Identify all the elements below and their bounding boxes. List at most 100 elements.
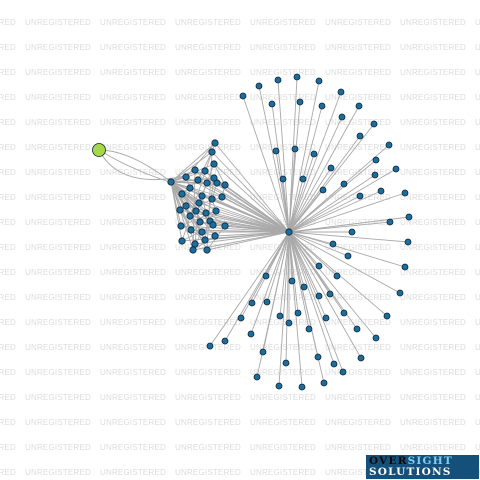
graph-node[interactable] xyxy=(208,148,216,156)
graph-node[interactable] xyxy=(383,312,391,320)
graph-node[interactable] xyxy=(272,147,280,155)
graph-node[interactable] xyxy=(276,312,284,320)
graph-node[interactable] xyxy=(305,325,313,333)
graph-node[interactable] xyxy=(187,226,195,234)
graph-node[interactable] xyxy=(344,252,352,260)
graph-node[interactable] xyxy=(182,173,190,181)
graph-node[interactable] xyxy=(279,175,287,183)
graph-node[interactable] xyxy=(333,272,341,280)
graph-node[interactable] xyxy=(203,246,211,254)
graph-node[interactable] xyxy=(318,102,326,110)
graph-node[interactable] xyxy=(356,192,364,200)
graph-node[interactable] xyxy=(315,262,323,270)
graph-node[interactable] xyxy=(211,232,219,240)
graph-node[interactable] xyxy=(206,342,214,350)
graph-node[interactable] xyxy=(212,207,220,215)
graph-node[interactable] xyxy=(203,179,211,187)
graph-node[interactable] xyxy=(322,314,330,322)
graph-root-node[interactable] xyxy=(92,143,106,157)
graph-node[interactable] xyxy=(386,218,394,226)
graph-node[interactable] xyxy=(371,171,379,179)
graph-node[interactable] xyxy=(221,337,229,345)
graph-node[interactable] xyxy=(221,181,229,189)
graph-node[interactable] xyxy=(253,373,261,381)
graph-hub-node[interactable] xyxy=(285,228,293,236)
graph-node[interactable] xyxy=(296,98,304,106)
graph-node[interactable] xyxy=(248,299,256,307)
graph-node[interactable] xyxy=(320,379,328,387)
graph-node[interactable] xyxy=(192,207,200,215)
graph-node[interactable] xyxy=(178,190,186,198)
graph-node[interactable] xyxy=(356,132,364,140)
graph-node[interactable] xyxy=(326,290,334,298)
graph-node[interactable] xyxy=(300,283,308,291)
graph-hub-node[interactable] xyxy=(167,178,175,186)
graph-node[interactable] xyxy=(186,212,194,220)
graph-node[interactable] xyxy=(274,76,282,84)
graph-node[interactable] xyxy=(340,180,348,188)
graph-node[interactable] xyxy=(299,175,307,183)
graph-node[interactable] xyxy=(285,319,293,327)
graph-node[interactable] xyxy=(370,120,378,128)
graph-node[interactable] xyxy=(186,184,194,192)
graph-node[interactable] xyxy=(194,176,202,184)
graph-node[interactable] xyxy=(268,100,276,108)
graph-node[interactable] xyxy=(178,237,186,245)
graph-node[interactable] xyxy=(310,150,318,158)
graph-node[interactable] xyxy=(210,174,218,182)
graph-node[interactable] xyxy=(401,263,409,271)
graph-node[interactable] xyxy=(404,238,412,246)
graph-node[interactable] xyxy=(177,222,185,230)
graph-node[interactable] xyxy=(314,353,322,361)
graph-node[interactable] xyxy=(259,348,267,356)
graph-node[interactable] xyxy=(191,240,199,248)
graph-node[interactable] xyxy=(315,292,323,300)
graph-node[interactable] xyxy=(209,221,217,229)
graph-node[interactable] xyxy=(385,141,393,149)
graph-node[interactable] xyxy=(294,309,302,317)
graph-node[interactable] xyxy=(315,77,323,85)
graph-node[interactable] xyxy=(255,82,263,90)
graph-node[interactable] xyxy=(198,228,206,236)
graph-node[interactable] xyxy=(293,73,301,81)
graph-node[interactable] xyxy=(291,145,299,153)
graph-node[interactable] xyxy=(282,359,290,367)
graph-node[interactable] xyxy=(330,360,338,368)
graph-node[interactable] xyxy=(401,189,409,197)
graph-node[interactable] xyxy=(353,325,361,333)
graph-node[interactable] xyxy=(237,314,245,322)
graph-node[interactable] xyxy=(392,165,400,173)
graph-node[interactable] xyxy=(262,272,270,280)
graph-node[interactable] xyxy=(208,195,216,203)
graph-node[interactable] xyxy=(298,383,306,391)
graph-node[interactable] xyxy=(247,330,255,338)
graph-node[interactable] xyxy=(339,368,347,376)
graph-node[interactable] xyxy=(405,213,413,221)
graph-node[interactable] xyxy=(329,240,337,248)
graph-node[interactable] xyxy=(288,277,296,285)
graph-node[interactable] xyxy=(357,354,365,362)
graph-node[interactable] xyxy=(221,222,229,230)
graph-node[interactable] xyxy=(198,192,206,200)
graph-node[interactable] xyxy=(348,228,356,236)
graph-node[interactable] xyxy=(210,160,218,168)
graph-node[interactable] xyxy=(338,113,346,121)
graph-node[interactable] xyxy=(275,382,283,390)
graph-node[interactable] xyxy=(196,218,204,226)
graph-node[interactable] xyxy=(201,167,209,175)
graph-node[interactable] xyxy=(239,92,247,100)
graph-node[interactable] xyxy=(327,164,335,172)
graph-node[interactable] xyxy=(182,202,190,210)
graph-node[interactable] xyxy=(319,186,327,194)
graph-node[interactable] xyxy=(263,298,271,306)
graph-node[interactable] xyxy=(218,193,226,201)
graph-node[interactable] xyxy=(176,206,184,214)
graph-node[interactable] xyxy=(202,209,210,217)
graph-node[interactable] xyxy=(337,88,345,96)
graph-node[interactable] xyxy=(396,289,404,297)
graph-node[interactable] xyxy=(372,156,380,164)
graph-node[interactable] xyxy=(377,187,385,195)
graph-node[interactable] xyxy=(201,236,209,244)
graph-node[interactable] xyxy=(355,102,363,110)
graph-node[interactable] xyxy=(191,166,199,174)
